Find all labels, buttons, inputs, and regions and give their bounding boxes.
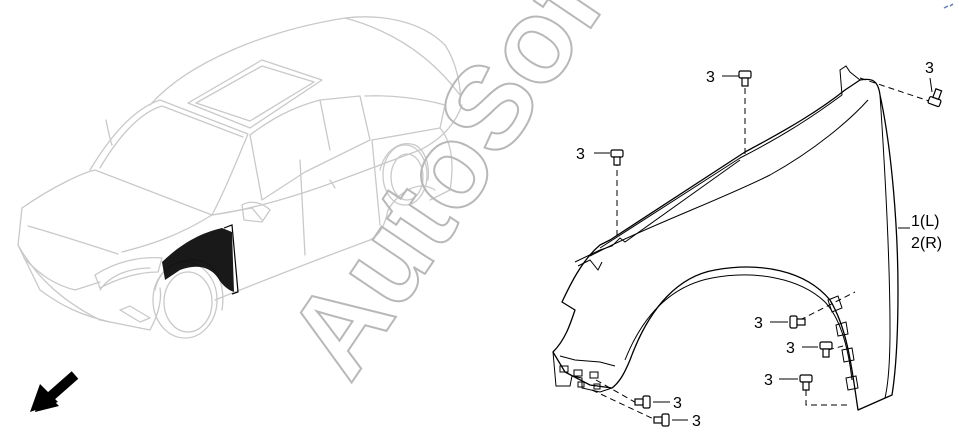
label-bolt-bottom-2: 3 (692, 413, 701, 430)
label-bolt-arch-1: 3 (754, 315, 763, 332)
bolt-icon (799, 374, 813, 391)
label-bolt-mid: 3 (576, 146, 585, 163)
corner-marker (943, 3, 954, 9)
label-bolt-arch-2: 3 (786, 340, 795, 357)
bolt-icon (819, 341, 833, 358)
car-overview-illustration (17, 16, 463, 339)
bolt-icon (927, 88, 943, 108)
bolt-icon (738, 70, 752, 87)
label-bolt-arch-3: 3 (764, 372, 773, 389)
label-bolt-top: 3 (706, 69, 715, 86)
label-bolt-top-right: 3 (925, 60, 934, 77)
label-fender-right: 2(R) (911, 235, 942, 252)
bolt-icon (789, 315, 806, 329)
label-bolt-bottom-1: 3 (673, 395, 682, 412)
front-direction-arrow-icon (30, 371, 79, 412)
part-labels: 3 3 3 1(L) 2(R) 3 3 3 3 3 (576, 60, 942, 430)
fender-highlight (162, 228, 234, 292)
bolts (610, 70, 943, 427)
fender-part (552, 65, 899, 411)
bolt-icon (653, 413, 670, 427)
bolt-icon (634, 395, 651, 409)
bolt-icon (610, 149, 624, 166)
label-fender-left: 1(L) (911, 213, 939, 230)
